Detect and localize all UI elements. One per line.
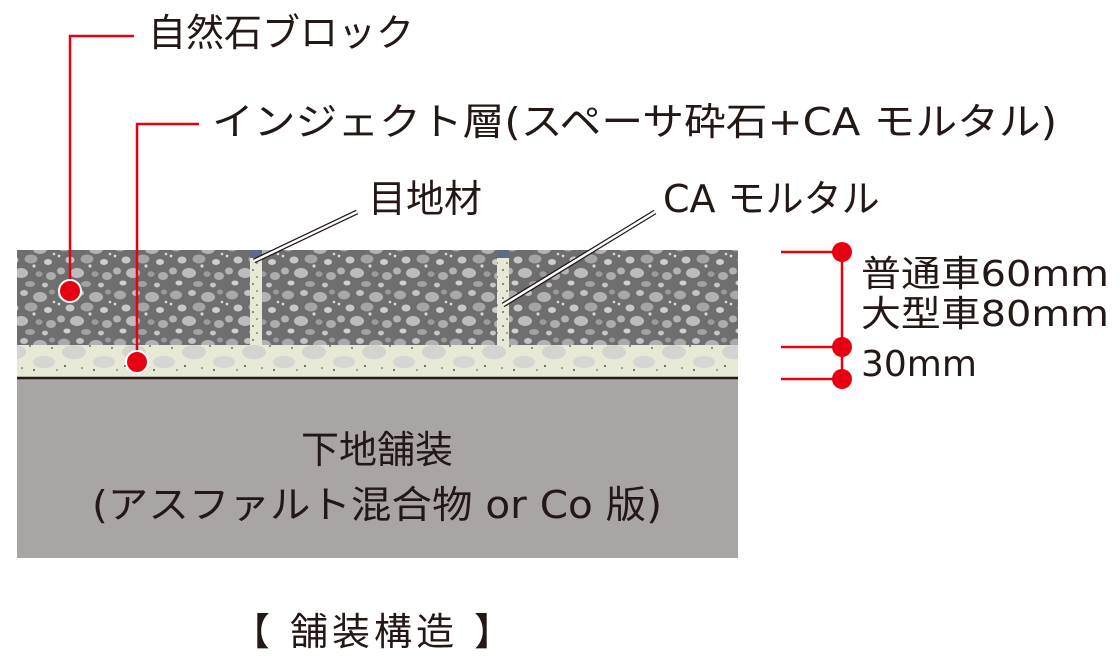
leader-stone-block <box>68 34 134 290</box>
base-pavement-layer <box>17 378 738 558</box>
joint-left <box>250 258 262 345</box>
marker-stone-block <box>58 279 82 303</box>
joint-material-cap-right <box>497 250 509 258</box>
leader-inject-layer <box>135 122 199 362</box>
caption: 【 舗装構造 】 <box>232 610 512 654</box>
stone-block-left <box>17 250 250 345</box>
dim-marker-mid <box>832 337 852 357</box>
label-joint-material: 目地材 <box>368 177 482 221</box>
label-inject-layer: インジェクト層(スペーサ砕石+CA モルタル) <box>212 100 1057 144</box>
marker-inject-layer <box>125 350 149 374</box>
dim-label-inject: 30mm <box>861 344 977 385</box>
dim-label-large: 大型車80mm <box>861 294 1109 335</box>
label-base-pavement-detail: (アスファルト混合物 or Co 版) <box>92 483 662 527</box>
joint-material-cap-left <box>250 250 262 258</box>
label-stone-block: 自然石ブロック <box>148 11 414 55</box>
stone-block-right <box>509 250 738 345</box>
label-base-pavement: 下地舗装 <box>301 428 453 472</box>
dim-marker-top <box>832 242 852 262</box>
joint-right <box>497 258 509 345</box>
dim-marker-bottom <box>832 369 852 389</box>
dim-label-regular: 普通車60mm <box>861 254 1109 295</box>
label-ca-mortar: CA モルタル <box>663 177 880 221</box>
stone-block-middle <box>262 250 497 345</box>
